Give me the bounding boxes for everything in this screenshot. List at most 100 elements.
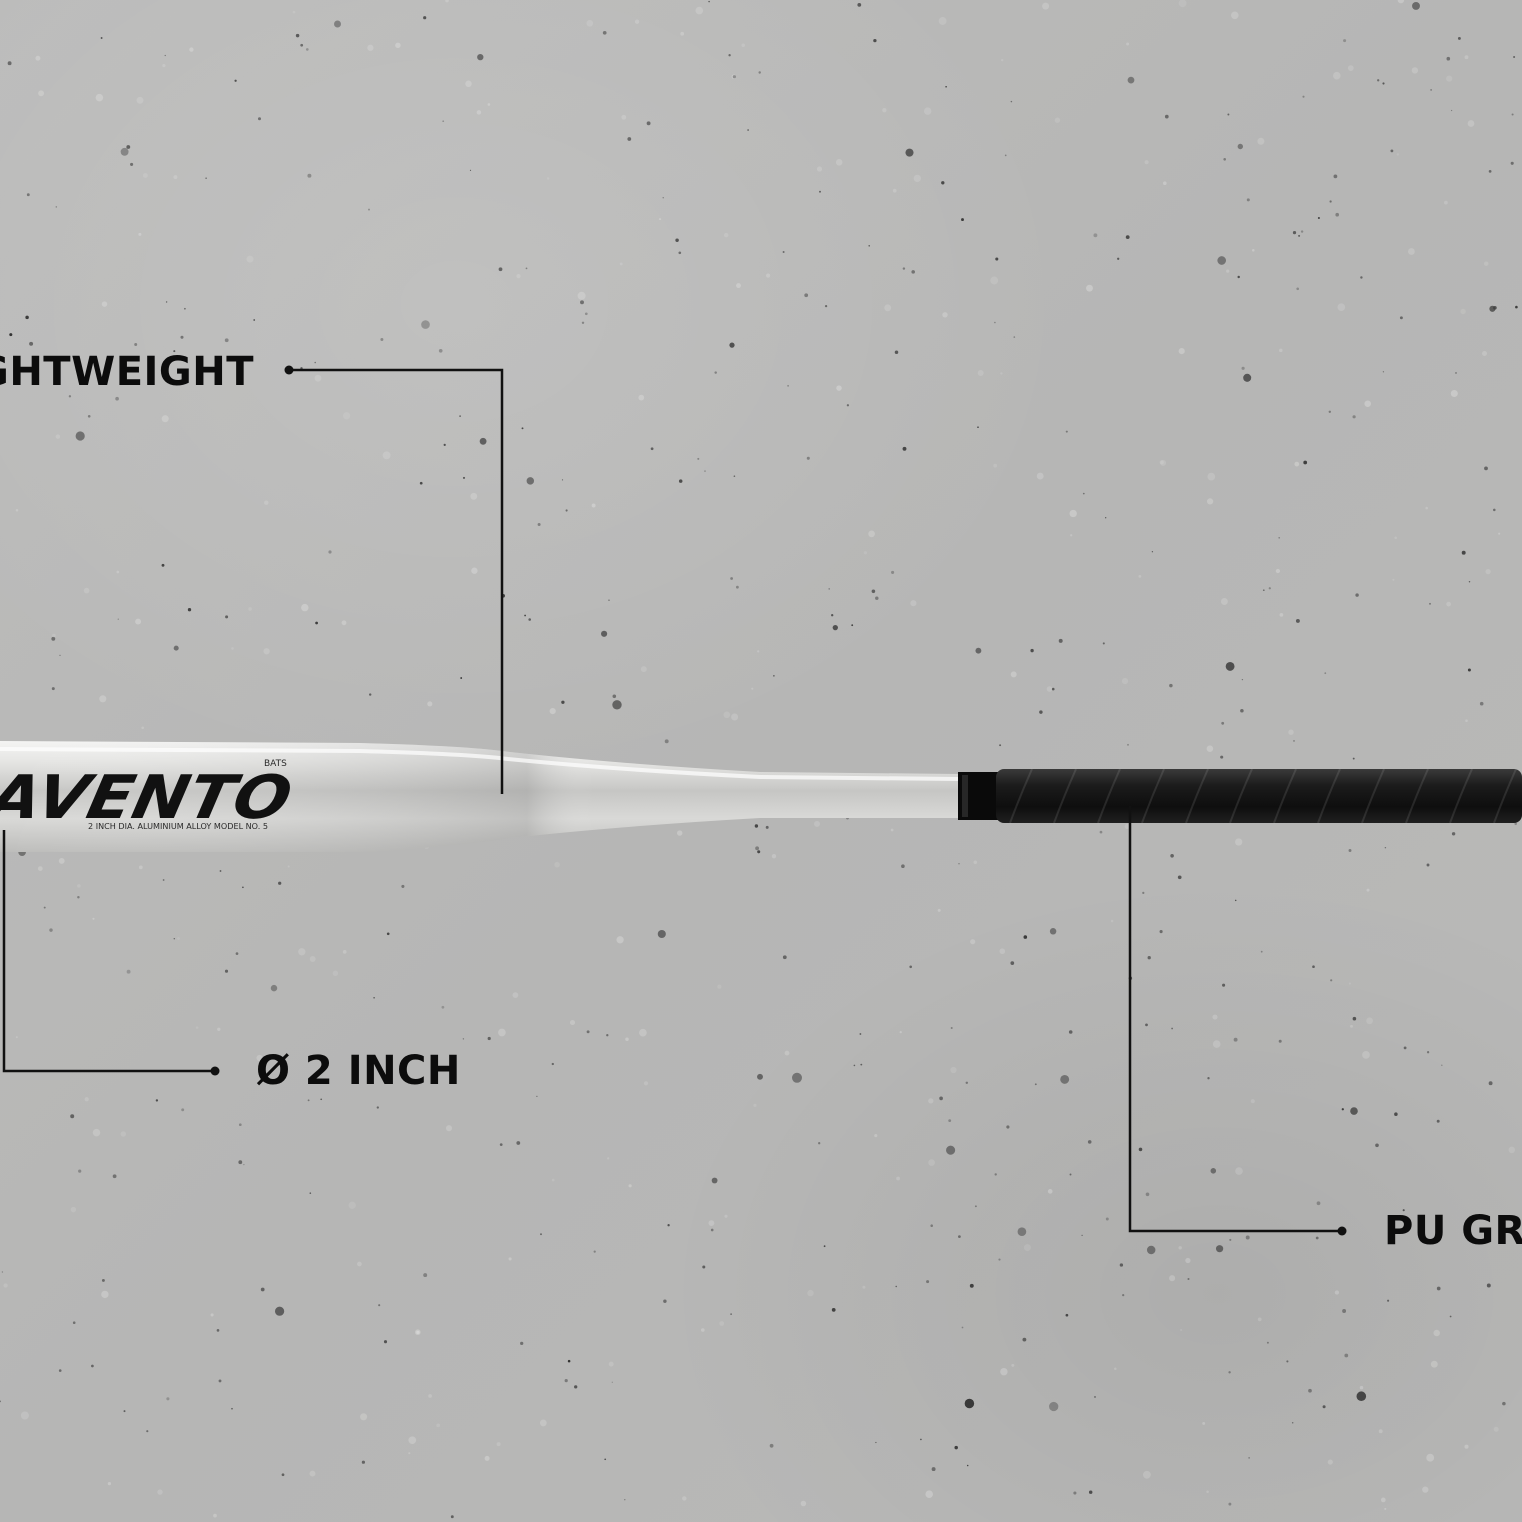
speckle bbox=[1073, 1491, 1077, 1495]
speckle bbox=[423, 16, 427, 20]
speckle bbox=[994, 1173, 997, 1176]
speckle bbox=[966, 1464, 969, 1467]
speckle-light bbox=[942, 312, 948, 318]
speckle bbox=[1105, 1217, 1109, 1221]
speckle bbox=[1010, 961, 1015, 965]
speckle bbox=[0, 1400, 1, 1403]
speckle-light bbox=[1460, 308, 1466, 315]
speckle bbox=[1268, 587, 1271, 590]
speckle bbox=[1295, 618, 1300, 623]
speckle bbox=[281, 1473, 285, 1477]
speckle bbox=[902, 446, 907, 451]
speckle-light bbox=[470, 492, 478, 500]
speckle bbox=[1207, 1077, 1210, 1080]
speckle bbox=[1099, 830, 1103, 834]
speckle-light bbox=[753, 1103, 757, 1108]
speckle-light bbox=[608, 1361, 614, 1367]
speckle bbox=[77, 896, 80, 899]
speckle bbox=[1010, 100, 1013, 103]
speckle bbox=[561, 479, 564, 481]
speckle bbox=[1023, 935, 1028, 939]
speckle-light bbox=[487, 103, 491, 106]
speckle-light bbox=[719, 1321, 725, 1326]
speckle-light bbox=[1430, 1360, 1438, 1368]
speckle bbox=[1430, 89, 1432, 91]
speckle-light bbox=[1110, 919, 1114, 923]
speckle-light bbox=[77, 884, 81, 888]
speckle-light bbox=[1288, 729, 1294, 735]
speckle bbox=[1330, 979, 1333, 982]
speckle-light bbox=[724, 1214, 728, 1218]
speckle bbox=[1225, 661, 1235, 671]
speckle bbox=[1, 1271, 4, 1273]
speckle bbox=[219, 870, 222, 872]
speckle-light bbox=[95, 93, 104, 102]
speckle bbox=[537, 523, 541, 526]
speckle-light bbox=[784, 1050, 790, 1056]
grip-wrap-line bbox=[1009, 768, 1033, 824]
grip-wrap-line bbox=[1273, 768, 1297, 824]
speckle-light bbox=[549, 708, 556, 715]
speckle bbox=[58, 1369, 62, 1372]
speckle bbox=[1493, 305, 1497, 310]
speckle bbox=[561, 700, 565, 704]
speckle-light bbox=[757, 650, 760, 653]
speckle bbox=[1298, 234, 1301, 237]
speckle bbox=[540, 1233, 542, 1236]
speckle bbox=[1105, 517, 1107, 519]
speckle bbox=[225, 615, 229, 619]
speckle bbox=[875, 596, 879, 600]
speckle bbox=[526, 477, 535, 485]
speckle-light bbox=[1054, 117, 1061, 123]
speckle-light bbox=[621, 114, 627, 120]
speckle-light bbox=[874, 1134, 878, 1138]
speckle-light bbox=[554, 861, 560, 868]
speckle bbox=[25, 315, 29, 320]
speckle-light bbox=[1178, 0, 1187, 8]
speckle-light bbox=[539, 1419, 547, 1427]
speckle bbox=[238, 1160, 243, 1165]
speckle-light bbox=[741, 43, 745, 48]
speckle-light bbox=[569, 1019, 576, 1026]
speckle bbox=[758, 71, 761, 74]
speckle bbox=[43, 906, 46, 909]
speckle-light bbox=[382, 451, 391, 460]
speckle bbox=[173, 350, 176, 353]
speckle bbox=[1502, 1401, 1506, 1406]
speckle bbox=[1352, 757, 1355, 760]
speckle bbox=[1004, 154, 1007, 157]
speckle bbox=[995, 257, 999, 261]
speckle bbox=[1511, 113, 1514, 116]
speckle bbox=[421, 320, 430, 329]
speckle bbox=[499, 1143, 503, 1146]
speckle bbox=[231, 1407, 233, 1410]
speckle-light bbox=[999, 948, 1006, 955]
speckle bbox=[999, 744, 1002, 747]
speckle bbox=[126, 145, 131, 149]
speckle bbox=[1088, 1490, 1093, 1494]
speckle bbox=[51, 636, 56, 641]
speckle bbox=[1164, 114, 1169, 119]
speckle-light bbox=[1279, 613, 1284, 617]
speckle-light bbox=[436, 1423, 441, 1428]
speckle bbox=[29, 341, 34, 346]
grip-wrap-line bbox=[1405, 768, 1429, 824]
speckle bbox=[604, 1458, 607, 1461]
speckle-light bbox=[471, 567, 478, 574]
speckle-light bbox=[586, 20, 594, 27]
speckle-light bbox=[977, 369, 984, 377]
speckle bbox=[1093, 233, 1098, 238]
speckle-light bbox=[863, 551, 868, 555]
speckle bbox=[1426, 863, 1430, 867]
speckle-light bbox=[360, 1413, 368, 1421]
speckle bbox=[70, 1114, 75, 1119]
speckle bbox=[657, 929, 666, 939]
speckle bbox=[1094, 1396, 1096, 1398]
speckle bbox=[663, 1299, 667, 1303]
speckle bbox=[930, 1224, 933, 1227]
speckle-light bbox=[1121, 678, 1129, 685]
speckle bbox=[386, 932, 390, 936]
speckle bbox=[1147, 956, 1151, 960]
speckle-light bbox=[1366, 1017, 1374, 1025]
